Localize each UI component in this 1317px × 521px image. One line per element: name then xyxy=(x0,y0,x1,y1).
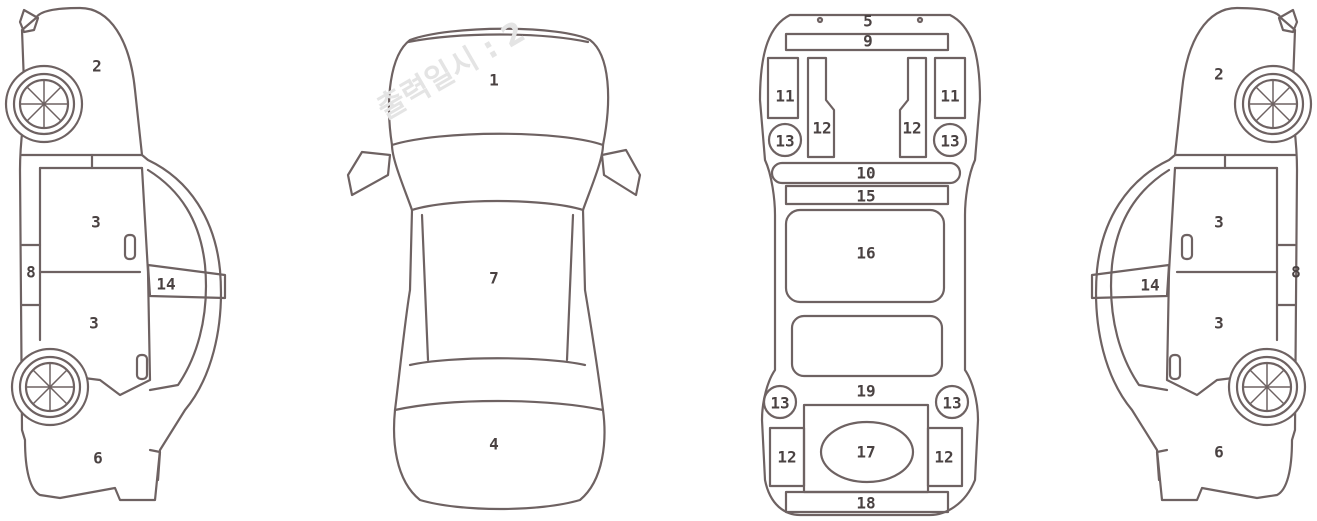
left-rear-door-label[interactable]: 3 xyxy=(89,314,99,333)
rear-floor-label[interactable]: 19 xyxy=(856,382,875,401)
roof-label[interactable]: 7 xyxy=(489,269,499,288)
right-quarter-panel-label[interactable]: 6 xyxy=(1214,443,1224,462)
rear-right-wheelhouse-label[interactable]: 13 xyxy=(942,394,961,413)
rear-left-rail-label[interactable]: 12 xyxy=(777,448,796,467)
underbody-view xyxy=(758,13,982,517)
rear-right-rail-label[interactable]: 12 xyxy=(934,448,953,467)
front-right-wheelhouse-label[interactable]: 13 xyxy=(940,132,959,151)
left-rear-wheel-icon xyxy=(10,347,90,427)
right-pillar-label[interactable]: 8 xyxy=(1291,263,1301,282)
front-crossmember-label[interactable]: 9 xyxy=(863,32,873,51)
floor-crossmember-label[interactable]: 15 xyxy=(856,187,875,206)
right-rear-door-label[interactable]: 3 xyxy=(1214,314,1224,333)
right-side-sill-label[interactable]: 14 xyxy=(1140,276,1159,295)
rear-left-wheelhouse-label[interactable]: 13 xyxy=(770,394,789,413)
left-side-view xyxy=(4,6,227,502)
left-roof-label[interactable]: 2 xyxy=(92,57,102,76)
left-front-wheel-icon xyxy=(4,64,84,144)
right-front-door-label[interactable]: 3 xyxy=(1214,213,1224,232)
right-side-view xyxy=(1090,6,1313,502)
left-pillar-label[interactable]: 8 xyxy=(26,263,36,282)
right-roof-label[interactable]: 2 xyxy=(1214,65,1224,84)
trunk-label[interactable]: 4 xyxy=(489,435,499,454)
top-view xyxy=(346,27,642,511)
hood-label[interactable]: 1 xyxy=(489,71,499,90)
rear-panel-label[interactable]: 18 xyxy=(856,494,875,513)
spare-tire-tray-label[interactable]: 17 xyxy=(856,443,875,462)
front-left-rail-label[interactable]: 12 xyxy=(812,119,831,138)
front-right-side-member-label[interactable]: 11 xyxy=(940,87,959,106)
dash-panel-label[interactable]: 10 xyxy=(856,164,875,183)
left-side-sill-label[interactable]: 14 xyxy=(156,275,175,294)
front-floor-label[interactable]: 16 xyxy=(856,244,875,263)
front-left-wheelhouse-label[interactable]: 13 xyxy=(775,132,794,151)
left-front-door-label[interactable]: 3 xyxy=(91,213,101,232)
front-right-rail-label[interactable]: 12 xyxy=(902,119,921,138)
left-quarter-panel-label[interactable]: 6 xyxy=(93,449,103,468)
front-left-side-member-label[interactable]: 11 xyxy=(775,87,794,106)
front-panel-label[interactable]: 5 xyxy=(863,12,873,31)
